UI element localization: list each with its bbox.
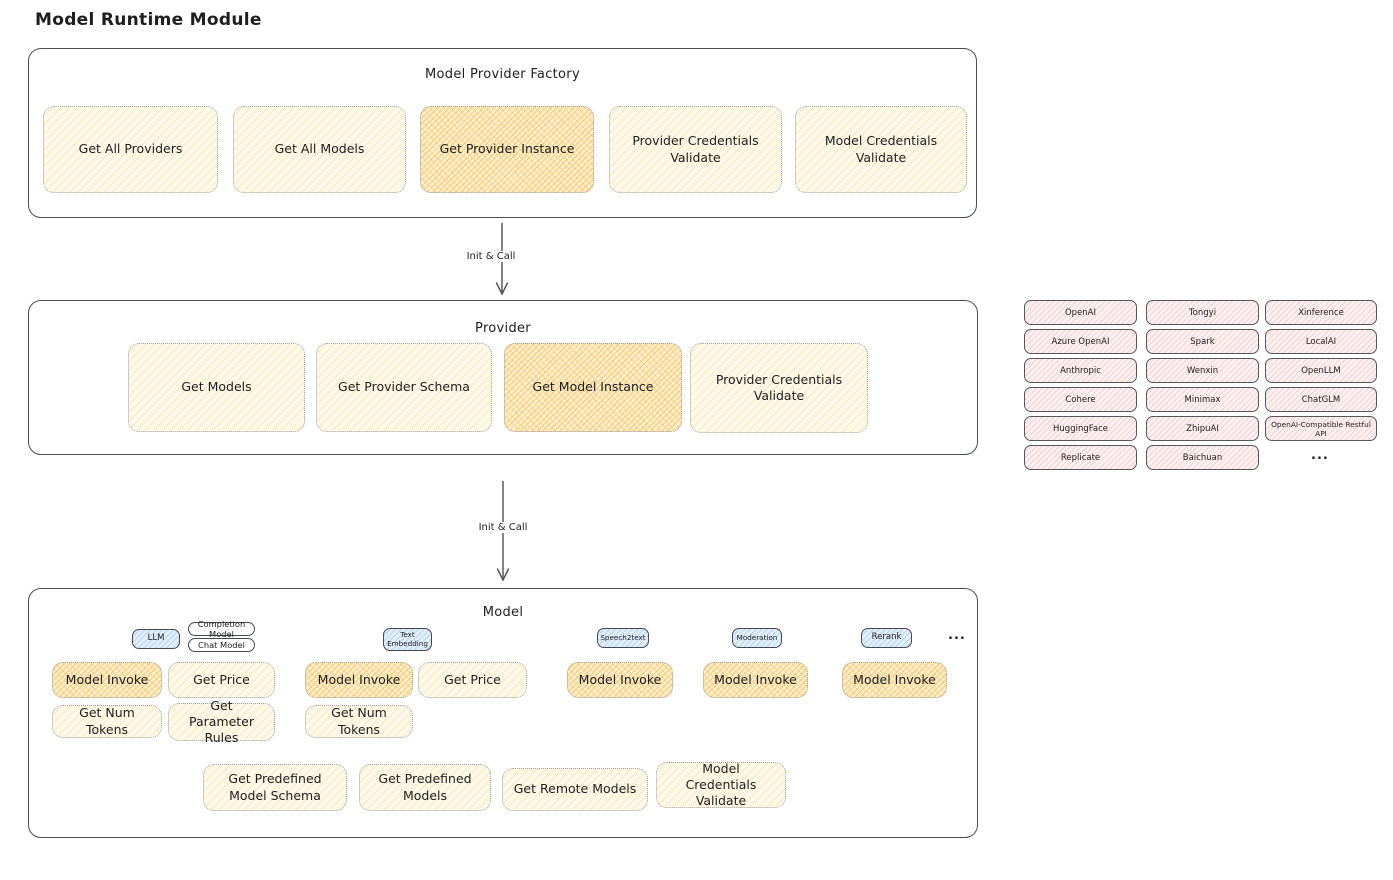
node-model-invoke-llm: Model Invoke	[52, 662, 162, 698]
tab-speech2text: Speech2text	[597, 628, 649, 648]
node-model-invoke-text-embedding: Model Invoke	[305, 662, 413, 698]
node-provider-credentials-validate: Provider Credentials Validate	[609, 106, 782, 193]
node-get-all-models: Get All Models	[233, 106, 406, 193]
tab-text-embedding: Text Embedding	[383, 628, 432, 651]
node-get-predefined-model-schema: Get Predefined Model Schema	[203, 764, 347, 811]
provider-chip-minimax: Minimax	[1146, 387, 1259, 412]
node-get-num-tokens-llm: Get Num Tokens	[52, 705, 162, 738]
provider-chip-openai: OpenAI	[1024, 300, 1137, 325]
tab-completion-model: Completion Model	[188, 619, 255, 639]
provider-chip-chatglm: ChatGLM	[1265, 387, 1377, 412]
provider-chip-localai: LocalAI	[1265, 329, 1377, 354]
node-get-all-providers: Get All Providers	[43, 106, 218, 193]
provider-chip-xinference: Xinference	[1265, 300, 1377, 325]
node-get-models: Get Models	[128, 343, 305, 432]
tabs-more-ellipsis: ...	[948, 628, 966, 643]
node-model-invoke-speech2text: Model Invoke	[567, 662, 673, 698]
factory-title: Model Provider Factory	[425, 67, 580, 82]
node-get-parameter-rules: Get Parameter Rules	[168, 698, 275, 745]
tab-rerank: Rerank	[861, 628, 912, 648]
node-get-price-llm: Get Price	[168, 662, 275, 698]
node-model-credentials-validate-2: Model Credentials Validate	[656, 761, 786, 808]
provider-chip-openllm: OpenLLM	[1265, 358, 1377, 383]
arrow-label-init-call-2: Init & Call	[468, 522, 538, 533]
provider-chip-baichuan: Baichuan	[1146, 445, 1259, 470]
arrow-label-init-call-1: Init & Call	[456, 251, 526, 262]
node-model-credentials-validate: Model Credentials Validate	[795, 106, 967, 193]
tab-moderation: Moderation	[732, 628, 782, 648]
node-get-provider-instance: Get Provider Instance	[420, 106, 594, 193]
node-get-remote-models: Get Remote Models	[502, 768, 648, 811]
provider-chip-openai-compatible: OpenAI-Compatible Restful API	[1265, 416, 1377, 441]
provider-chip-spark: Spark	[1146, 329, 1259, 354]
tab-chat-model: Chat Model	[188, 638, 255, 652]
tab-llm: LLM	[132, 629, 180, 649]
node-get-predefined-models: Get Predefined Models	[359, 764, 491, 811]
provider-chip-huggingface: HuggingFace	[1024, 416, 1137, 441]
provider-chip-replicate: Replicate	[1024, 445, 1137, 470]
node-get-num-tokens-text-embedding: Get Num Tokens	[305, 705, 413, 738]
page-title: Model Runtime Module	[35, 10, 262, 30]
node-get-price-text-embedding: Get Price	[418, 662, 527, 698]
providers-more-ellipsis: ...	[1311, 448, 1329, 463]
node-get-provider-schema: Get Provider Schema	[316, 343, 492, 432]
node-get-model-instance: Get Model Instance	[504, 343, 682, 432]
provider-chip-tongyi: Tongyi	[1146, 300, 1259, 325]
provider-chip-azure-openai: Azure OpenAI	[1024, 329, 1137, 354]
node-provider-credentials-validate-2: Provider Credentials Validate	[690, 343, 868, 433]
provider-chip-cohere: Cohere	[1024, 387, 1137, 412]
provider-chip-zhipuai: ZhipuAI	[1146, 416, 1259, 441]
provider-chip-anthropic: Anthropic	[1024, 358, 1137, 383]
node-model-invoke-rerank: Model Invoke	[842, 662, 947, 698]
provider-chip-wenxin: Wenxin	[1146, 358, 1259, 383]
node-model-invoke-moderation: Model Invoke	[703, 662, 808, 698]
provider-title: Provider	[475, 321, 531, 336]
model-title: Model	[482, 605, 524, 620]
